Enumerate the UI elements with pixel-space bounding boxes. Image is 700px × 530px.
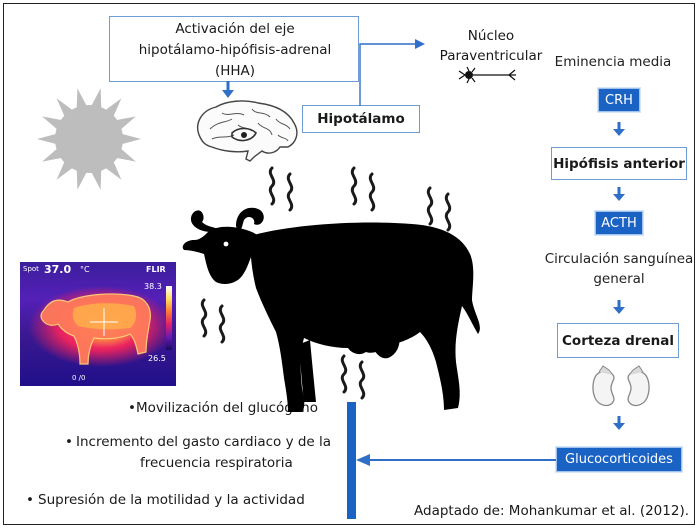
crh-label: CRH xyxy=(605,92,633,108)
hypothalamus-box: Hipotálamo xyxy=(302,105,420,133)
acth-box: ACTH xyxy=(595,211,643,235)
thermal-temp: 37.0 xyxy=(44,263,72,276)
thermal-unit: °C xyxy=(80,265,90,274)
anterior-pituitary-label: Hipófisis anterior xyxy=(553,155,685,172)
hha-line-3: (HHA) xyxy=(214,63,256,79)
citation: Adaptado de: Mohankumar et al. (2012). xyxy=(414,503,690,519)
effect-2-line-1: Incremento del gasto cardiaco y de la xyxy=(76,434,332,450)
pituitary-down-arrow xyxy=(613,187,625,201)
effects-bar xyxy=(347,402,356,519)
median-eminence-label: Eminencia media xyxy=(554,54,672,70)
thermal-spot-label: Spot xyxy=(23,265,39,273)
sun-icon xyxy=(37,88,141,190)
adrenal-cortex-box: Corteza drenal xyxy=(557,323,679,358)
nucleus-line-1: Núcleo xyxy=(467,28,515,44)
effect-2-line-2: frecuencia respiratoria xyxy=(140,455,293,471)
hha-down-arrow xyxy=(222,81,234,98)
hha-line-1: Activación del eje xyxy=(175,21,295,37)
acth-label: ACTH xyxy=(601,215,637,231)
crh-box: CRH xyxy=(598,88,640,112)
brain-icon xyxy=(197,100,298,162)
thermal-bottom-label: 0 /0 xyxy=(72,374,86,382)
heat-waves-icon xyxy=(200,166,452,400)
effect-1-line-1: Movilización del glucógeno xyxy=(136,400,318,416)
neuron-icon xyxy=(458,66,516,84)
nucleus-line-2: Paraventricular xyxy=(439,48,543,64)
effect-1-bullet: • xyxy=(128,400,136,416)
buffalo-silhouette xyxy=(182,207,480,412)
effect-3-bullet: • xyxy=(26,492,34,508)
thermal-cow xyxy=(40,293,151,365)
hha-line-2: hipotálamo-hipófisis-adrenal xyxy=(138,42,332,58)
glucocorticoids-arrow xyxy=(356,454,556,466)
hypothalamus-label: Hipotálamo xyxy=(317,111,405,127)
anterior-pituitary-box: Hipófisis anterior xyxy=(551,147,687,180)
crh-down-arrow xyxy=(613,122,625,136)
glucocorticoids-box: Glucocorticoides xyxy=(556,447,682,472)
thermal-scale-max: 38.3 xyxy=(144,282,162,291)
circulation-line-1: Circulación sanguínea xyxy=(544,251,694,267)
circulation-line-2: general xyxy=(593,271,645,287)
adrenal-cortex-label: Corteza drenal xyxy=(562,332,674,349)
thermal-brand: FLIR xyxy=(146,265,166,274)
kidneys-icon xyxy=(592,365,650,407)
thermal-image: Spot 37.0 °C FLIR 38.3 26.5 0 /0 xyxy=(20,262,176,386)
effect-2-bullet: • xyxy=(65,434,73,450)
adrenal-down-arrow xyxy=(613,416,625,430)
circulation-down-arrow xyxy=(613,300,625,314)
diagram-frame: Activación del eje hipotálamo-hipófisis-… xyxy=(3,3,695,525)
glucocorticoids-label: Glucocorticoides xyxy=(565,452,673,467)
hha-activation-box: Activación del eje hipotálamo-hipófisis-… xyxy=(109,16,359,82)
nucleus-connector xyxy=(359,39,425,106)
thermal-scale-min: 26.5 xyxy=(148,354,166,363)
thermal-scale-bar xyxy=(166,286,172,350)
effect-3-line-1: Supresión de la motilidad y la actividad xyxy=(38,492,305,508)
